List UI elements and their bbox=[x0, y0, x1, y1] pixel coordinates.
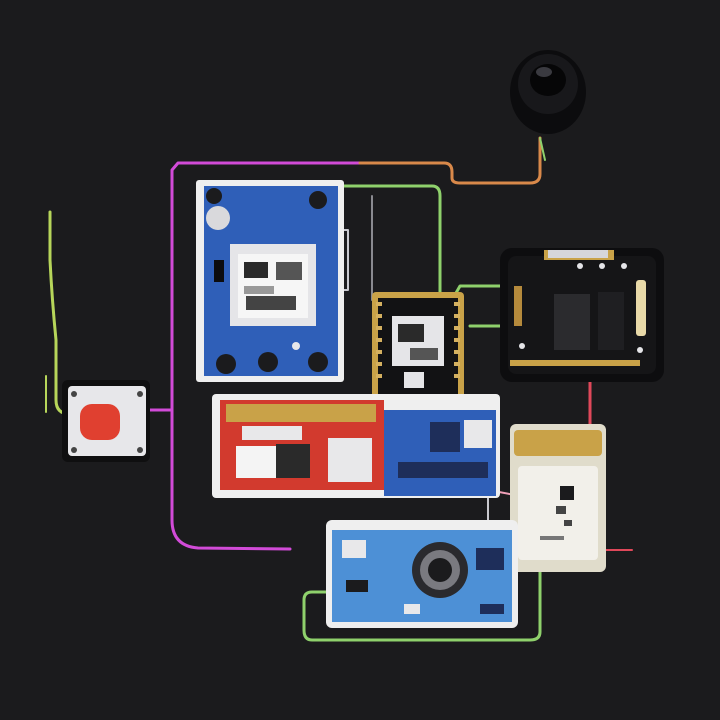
wire-button-antenna bbox=[48, 210, 72, 416]
controller-chip bbox=[372, 292, 464, 400]
gps-module bbox=[196, 180, 344, 382]
speaker bbox=[510, 50, 586, 134]
battery bbox=[510, 424, 606, 572]
sensor-board bbox=[500, 248, 664, 382]
controller-pins bbox=[376, 302, 460, 378]
wireless-module bbox=[212, 394, 500, 498]
button-cap[interactable] bbox=[80, 404, 120, 440]
power-board bbox=[326, 520, 518, 628]
wire-speaker-top bbox=[358, 136, 542, 185]
wire-magenta-bus bbox=[170, 161, 432, 551]
push-button[interactable] bbox=[62, 380, 150, 462]
wire-green-right bbox=[302, 486, 542, 642]
wire-green-top bbox=[238, 184, 442, 312]
wire-speaker-lead bbox=[539, 137, 546, 161]
